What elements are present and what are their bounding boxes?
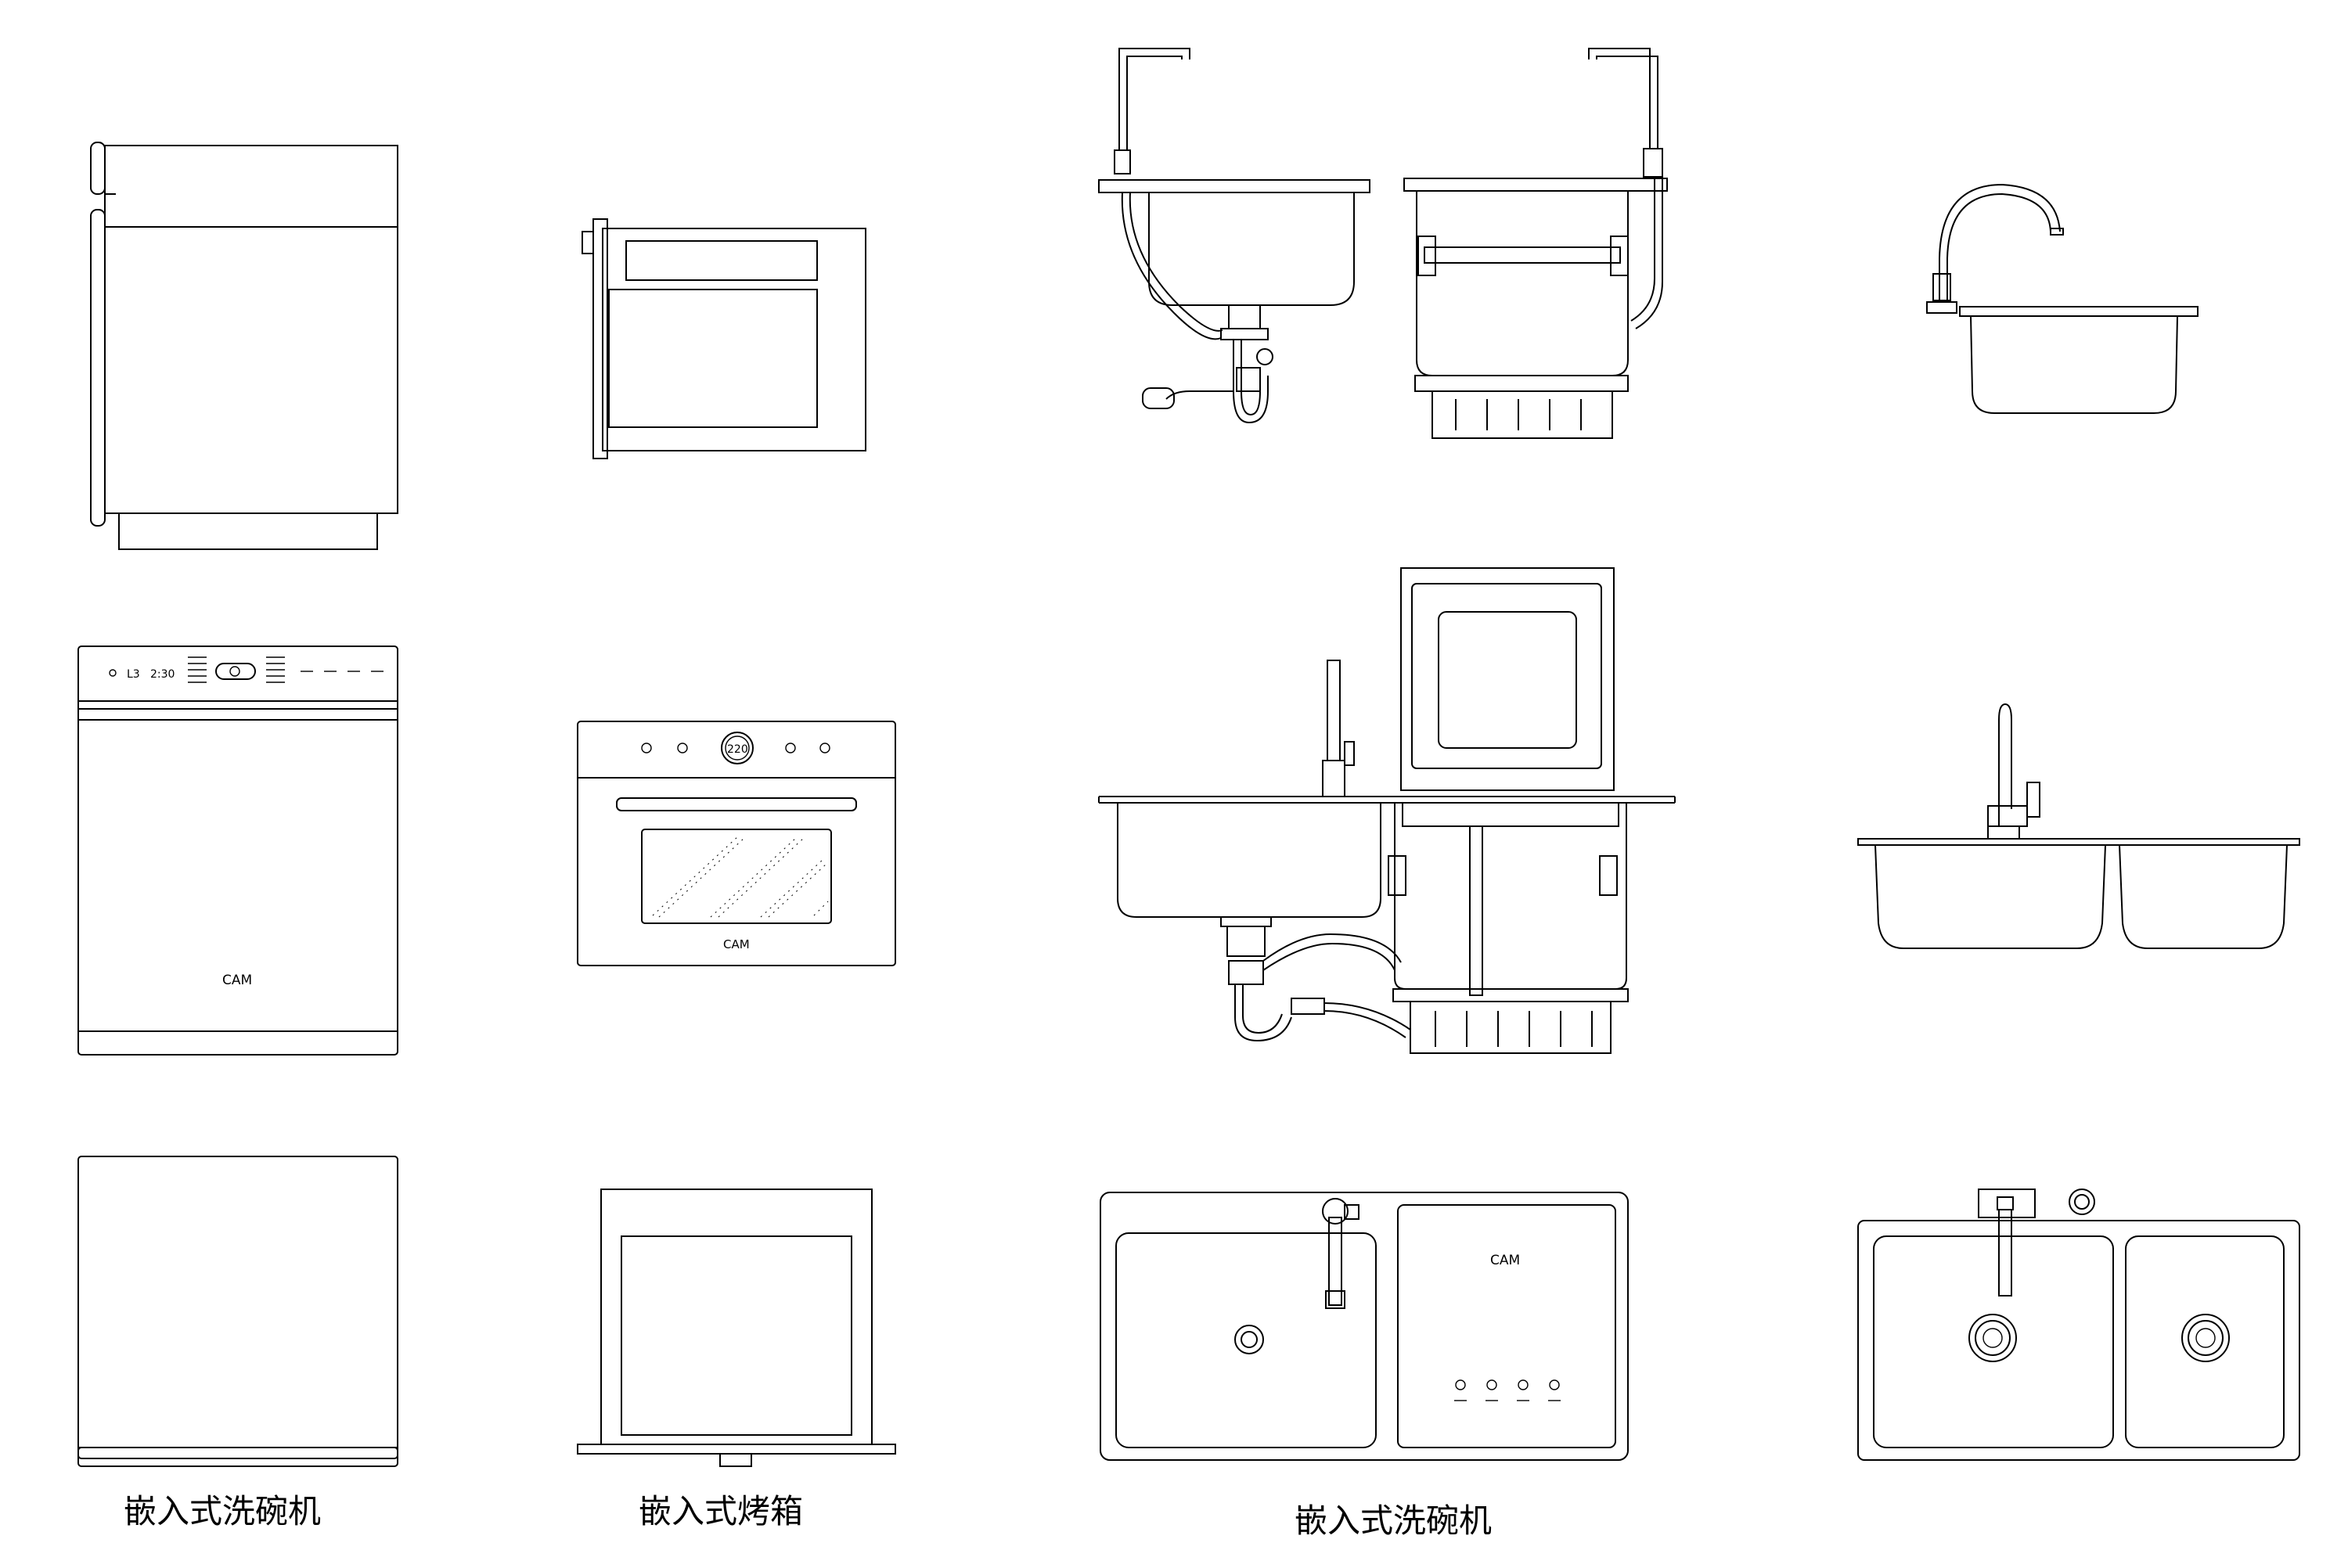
sink-dishwasher-top-view: CAM — [1100, 1192, 1629, 1461]
sink-side-view-right — [1403, 48, 1668, 439]
dishwasher-brand-label: CAM — [222, 973, 252, 988]
dishwasher-time-label: 2:30 — [150, 668, 175, 681]
oven-top-view — [577, 1189, 896, 1467]
oven-brand-label: CAM — [723, 937, 750, 951]
oven-front-view: 220 CAM — [577, 721, 896, 966]
caption-dishwasher: 嵌入式洗碗机 — [124, 1492, 322, 1530]
double-sink-top-view — [1857, 1189, 2300, 1461]
sink-dishwasher-front-view — [1098, 567, 1676, 1054]
sink-dishwasher-brand-label: CAM — [1490, 1253, 1520, 1268]
dishwasher-side-view — [90, 142, 398, 550]
oven-temperature-label: 220 — [727, 743, 748, 756]
caption-sink-dishwasher: 嵌入式洗碗机 — [1295, 1501, 1493, 1540]
double-sink-front-view — [1857, 703, 2300, 949]
oven-temperature-dial — [721, 732, 754, 764]
dishwasher-knob — [215, 663, 256, 680]
dishwasher-top-view — [77, 1156, 398, 1467]
small-sink-side-view — [1926, 183, 2199, 414]
dishwasher-front-view: L3 2:30 CAM — [77, 646, 398, 1056]
oven-side-view — [582, 218, 866, 459]
dishwasher-level-label: L3 — [127, 668, 140, 681]
caption-oven: 嵌入式烤箱 — [639, 1492, 804, 1530]
oven-window — [641, 829, 832, 924]
sink-side-view-left — [1098, 48, 1370, 424]
